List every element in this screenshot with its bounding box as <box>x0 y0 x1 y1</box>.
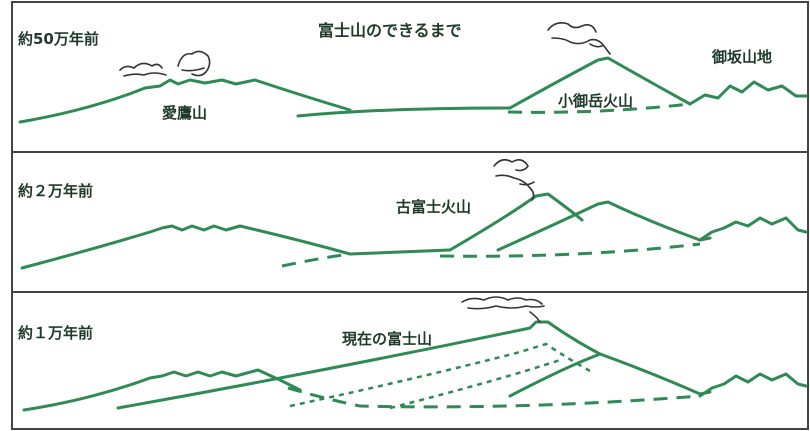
panel-500k-years: 約50万年前 富士山のできるまで 愛鷹山 小御岳火山 御坂山地 <box>18 21 808 124</box>
kofuji-buried-outline <box>289 342 593 408</box>
diagram-frame <box>11 1 809 430</box>
era-label-20k: 約２万年前 <box>18 182 93 200</box>
misaka-mountains-outline-3 <box>698 372 808 398</box>
panel-10k-years: 約１万年前 現在の富士山 <box>18 296 808 412</box>
misaka-mountains-outline-2 <box>698 216 808 242</box>
ashitaka-mountain-outline-3 <box>22 368 302 412</box>
label-kofuji: 古富士火山 <box>396 198 471 216</box>
ashitaka-mountain-outline-2 <box>20 224 352 270</box>
komitake-volcano-outline-2 <box>496 200 712 252</box>
panel-20k-years: 約２万年前 古富士火山 <box>18 158 808 270</box>
old-ground-buried-3 <box>287 386 701 409</box>
kofuji-volcano-outline <box>448 192 584 252</box>
secondary-peak-outline <box>508 352 712 398</box>
ashitaka-smoke-icon <box>119 50 211 77</box>
present-fuji-outline <box>116 320 602 410</box>
label-komitake: 小御岳火山 <box>558 92 633 110</box>
komitake-buried-outline <box>389 358 561 410</box>
plain-ground-2 <box>348 248 452 256</box>
buried-ground-2 <box>281 252 351 268</box>
label-present-fuji: 現在の富士山 <box>342 330 432 348</box>
label-misaka: 御坂山地 <box>711 48 772 66</box>
misaka-mountains-outline <box>688 80 808 106</box>
present-fuji-smoke-icon <box>461 296 545 323</box>
era-label-500k: 約50万年前 <box>18 30 99 48</box>
label-ashitaka: 愛鷹山 <box>162 104 207 122</box>
diagram-title: 富士山のできるまで <box>318 21 462 40</box>
era-label-10k: 約１万年前 <box>18 324 93 342</box>
ashitaka-mountain-outline <box>18 78 352 124</box>
komitake-volcano-outline <box>508 56 692 110</box>
plain-ground-1 <box>296 106 512 118</box>
kofuji-smoke-icon <box>493 158 535 201</box>
volcano-base-buried-2 <box>439 242 701 258</box>
komitake-smoke-icon <box>547 22 611 55</box>
